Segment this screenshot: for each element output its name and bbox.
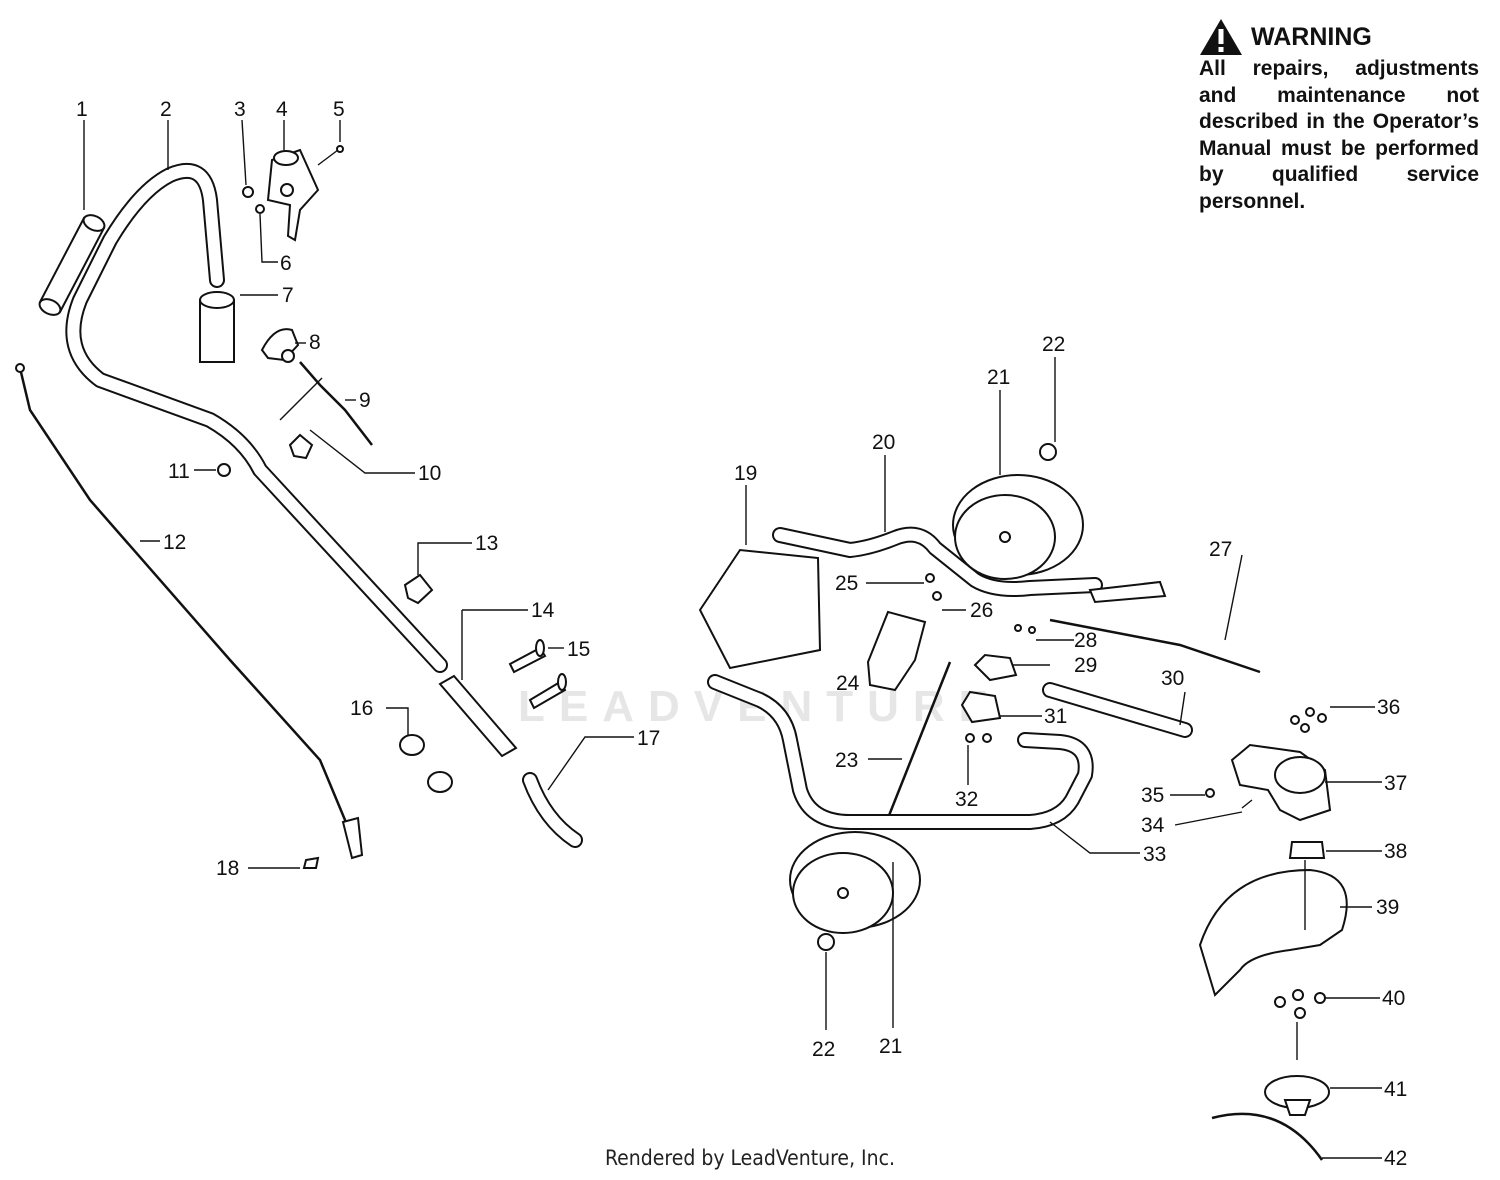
callout-33: 33 [1143, 843, 1166, 866]
part-15-bolts [508, 639, 567, 710]
part-24-bracket [866, 610, 927, 692]
callout-5: 5 [333, 98, 345, 121]
callout-12: 12 [163, 531, 186, 554]
warning-title-row: WARNING [1199, 18, 1479, 56]
callout-9: 9 [359, 389, 371, 412]
callout-8: 8 [309, 331, 321, 354]
callout-21-upper: 21 [987, 366, 1010, 389]
callout-labels: 1 2 3 4 5 6 7 8 9 10 11 12 13 14 15 16 1… [76, 98, 1407, 1170]
part-11-nut [217, 463, 231, 477]
part-35-screw [1205, 788, 1215, 798]
part-19-cover [698, 548, 822, 670]
callout-24: 24 [836, 672, 860, 695]
callout-13: 13 [475, 532, 498, 555]
callout-20: 20 [872, 431, 895, 454]
part-37-gear-head [1230, 743, 1332, 822]
warning-box: WARNING All repairs, adjustments and mai… [1199, 18, 1479, 215]
part-23-pin [886, 661, 952, 819]
part-42-line [1211, 1112, 1324, 1161]
part-3-nut [242, 186, 254, 198]
part-16-knobs [399, 734, 453, 793]
callout-16: 16 [350, 697, 373, 720]
callout-26: 26 [970, 599, 993, 622]
part-4-throttle-housing [266, 148, 320, 242]
callout-38: 38 [1384, 840, 1407, 863]
callout-17: 17 [637, 727, 660, 750]
callout-21-lower: 21 [879, 1035, 902, 1058]
callout-25: 25 [835, 572, 858, 595]
part-13-clamp [403, 573, 434, 605]
part-5-screw [317, 149, 339, 166]
part-21-wheel-upper [952, 474, 1084, 580]
callout-15: 15 [567, 638, 590, 661]
callout-23: 23 [835, 749, 858, 772]
part-12-rod-cable [18, 367, 357, 851]
warning-title: WARNING [1251, 23, 1372, 51]
callout-27: 27 [1209, 538, 1232, 561]
callout-10: 10 [418, 462, 441, 485]
callout-11: 11 [168, 460, 190, 483]
callout-42: 42 [1384, 1147, 1407, 1170]
part-26-screw [932, 591, 942, 601]
callout-22-upper: 22 [1042, 333, 1065, 356]
part-40-nuts [1274, 989, 1326, 1019]
callout-40: 40 [1382, 987, 1405, 1010]
callout-7: 7 [282, 284, 294, 307]
callout-6: 6 [280, 252, 292, 275]
part-9-cable [299, 361, 373, 446]
part-25-screw [925, 573, 935, 583]
part-2-handle-bar [65, 163, 448, 673]
part-6-washer [255, 204, 265, 214]
part-10-clip [288, 433, 314, 460]
part-33-lower-axle [707, 674, 1094, 830]
callout-3: 3 [234, 98, 246, 121]
footer-credit: Rendered by LeadVenture, Inc. [605, 1146, 895, 1170]
callout-4: 4 [276, 98, 288, 121]
part-8-knob [260, 328, 300, 363]
part-18-screw [302, 856, 320, 869]
callout-30: 30 [1161, 667, 1184, 690]
part-7-grip [199, 291, 235, 363]
callout-36: 36 [1377, 696, 1400, 719]
part-20-axle-bracket [772, 526, 1167, 604]
callout-32: 32 [955, 788, 978, 811]
part-14-shaft [438, 674, 518, 758]
part-39-guard [1198, 868, 1348, 997]
callout-22-lower: 22 [812, 1038, 835, 1061]
warning-text: All repairs, adjustments and maintenance… [1199, 57, 1479, 213]
part-22-hub-cap-upper [1039, 443, 1057, 461]
callout-35: 35 [1141, 784, 1164, 807]
part-38-spacer [1288, 841, 1326, 859]
part-36-screws [1290, 707, 1327, 733]
part-31-clamp [960, 690, 1002, 724]
part-28-screws [1014, 624, 1022, 632]
callout-37: 37 [1384, 772, 1407, 795]
callout-19: 19 [734, 462, 757, 485]
part-27-strip [1049, 618, 1261, 674]
callout-18: 18 [216, 857, 239, 880]
part-29-clamp [973, 653, 1018, 682]
callout-28: 28 [1074, 629, 1097, 652]
callout-14: 14 [531, 599, 555, 622]
part-34-screw [1241, 799, 1253, 809]
part-21-wheel-lower [789, 831, 921, 934]
part-32-nuts [965, 733, 975, 743]
part-22-hub-cap-lower [817, 933, 835, 951]
callout-2: 2 [160, 98, 172, 121]
part-1-grip [38, 214, 106, 316]
warning-triangle-icon [1200, 19, 1242, 55]
callout-29: 29 [1074, 654, 1097, 677]
callout-39: 39 [1376, 896, 1399, 919]
callout-41: 41 [1384, 1078, 1407, 1101]
part-41-spool [1264, 1075, 1330, 1116]
callout-34: 34 [1141, 814, 1165, 837]
callout-31: 31 [1044, 705, 1067, 728]
leader-lines [83, 119, 1382, 1159]
callout-1: 1 [76, 98, 88, 121]
